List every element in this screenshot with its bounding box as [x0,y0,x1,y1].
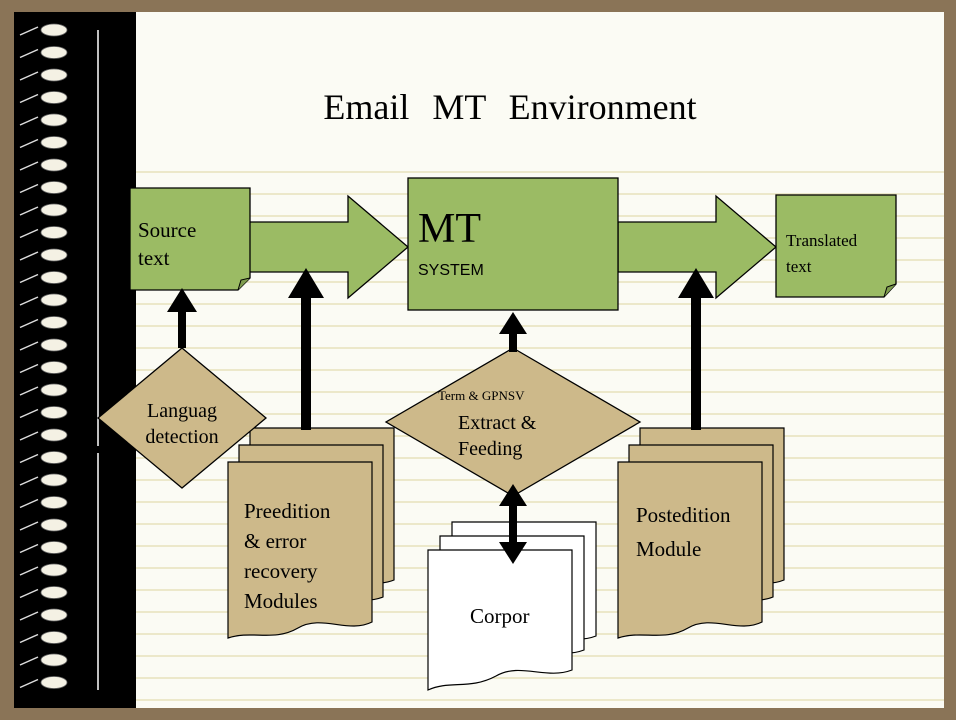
binding-ring [19,518,68,532]
language-detection-label: Languag detection [145,400,219,448]
binding-ring [19,383,68,397]
binding-ring [19,203,68,217]
binding-ring [19,316,68,329]
mt-system-node [407,177,619,311]
postedition-label: Postedition Module [636,503,731,561]
binding-ring [19,473,68,487]
binding-ring [19,23,68,37]
arrow-preedition-up [288,268,324,430]
binding-ring [19,338,68,352]
translated-text-label: Translated text [786,231,858,276]
arrow-postedition-up [678,268,714,430]
binding-ring [19,158,68,172]
binding-ring [19,226,68,239]
binding-ring [19,293,68,307]
binding-ring [19,68,68,82]
binding-ring [19,631,68,644]
term-gpnsv-label: Term & GPNSV [438,388,525,403]
binding-ring [19,653,68,667]
spiral-binding [14,12,136,708]
arrow-source-to-mt [247,194,410,300]
language-detection-node [96,347,268,489]
arrow-language-to-source [167,288,197,348]
arrow-mt-to-translated [617,194,778,300]
source-text-label: Source text [138,218,197,270]
binding-connector [78,446,136,453]
binding-ring [19,676,68,689]
source-text-fold [237,277,251,291]
binding-ring [19,361,68,374]
system-label: SYSTEM [418,262,484,279]
binding-ring [19,91,68,104]
translated-text-fold [883,283,897,298]
binding-ring [19,181,68,194]
slide-title: Email MT Environment [323,87,697,127]
preedition-label: Preedition & error recovery Modules [244,499,331,613]
binding-ring [19,271,68,284]
binding-ring [19,563,68,577]
binding-ring [19,428,68,442]
binding-ring [19,451,68,464]
connector-arrows [167,268,714,564]
binding-ring [19,136,68,149]
extract-feeding-label: Extract & Feeding [458,412,537,460]
binding-ring [19,406,68,419]
arrow-corpus-term [499,484,527,564]
binding-ring [19,113,68,127]
binding-ring [19,46,68,59]
binding-ring [19,608,68,622]
binding-ring [19,248,68,262]
corpus-node [427,549,573,691]
mt-label: MT [418,206,481,252]
corpus-label: Corpor [470,604,530,628]
arrow-term-to-mt [499,312,527,352]
preedition-node [227,461,373,639]
binding-ring [19,541,68,554]
binding-ring [19,496,68,509]
postedition-node [617,461,763,639]
binding-ring [19,586,68,599]
